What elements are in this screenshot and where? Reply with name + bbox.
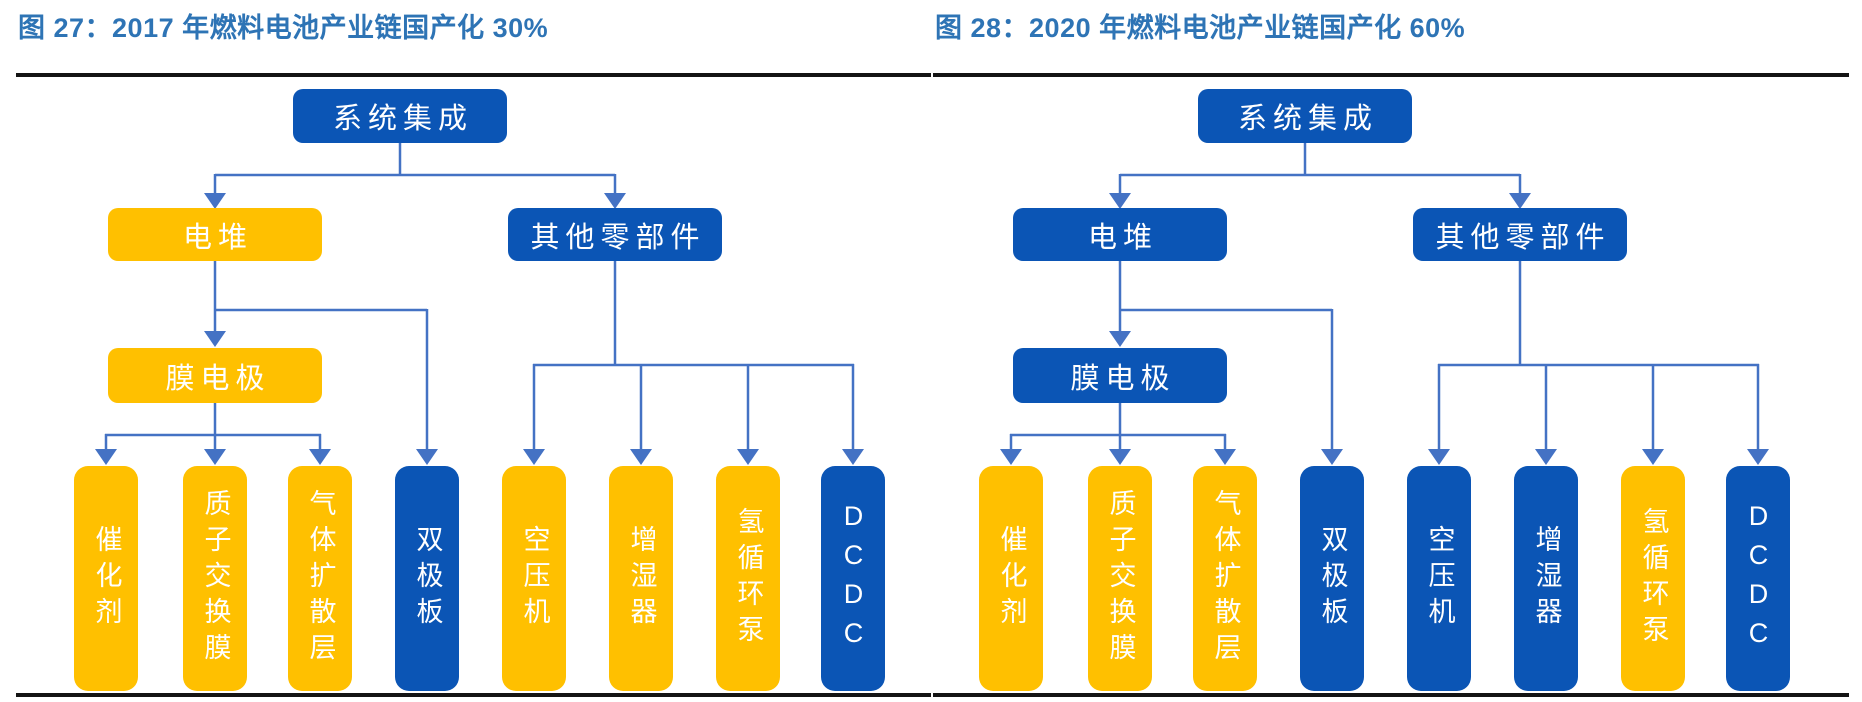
node-label: 系统集成 [1237,103,1378,135]
leaf-node-gas-diffusion-layer: 气体扩散层 [1193,466,1257,691]
leaf-label: 增湿器 [626,524,657,633]
industry-chain-tree-2020: 系统集成 电堆 其他零部件 膜电极 催化剂 质子交换膜 气体扩散层 双极板 空压… [905,0,1836,702]
leaf-node-humidifier: 增湿器 [1514,466,1578,691]
node-fuel-cell-stack: 电堆 [1013,208,1227,261]
bottom-rule [933,693,1849,697]
leaf-label: 空压机 [1424,524,1455,633]
node-label: 膜电极 [1070,362,1176,395]
leaf-node-proton-exchange-membrane: 质子交换膜 [1088,466,1152,691]
leaf-node-bipolar-plate: 双极板 [1300,466,1364,691]
leaf-label: 气体扩散层 [305,488,336,669]
leaf-node-bipolar-plate: 双极板 [395,466,459,691]
node-label: 其他零部件 [1435,221,1611,254]
leaf-node-air-compressor: 空压机 [502,466,566,691]
leaf-label: 增湿器 [1531,524,1562,633]
leaf-node-catalyst: 催化剂 [74,466,138,691]
node-fuel-cell-stack: 电堆 [108,208,322,261]
leaf-node-catalyst: 催化剂 [979,466,1043,691]
leaf-node-hydrogen-circulation-pump: 氢循环泵 [1621,466,1685,691]
figure-panel-2020: 图 28：2020 年燃料电池产业链国产化 60% 系统集成 电堆 [931,0,1862,702]
leaf-label: DCDC [1743,500,1774,657]
node-label: 电堆 [1087,221,1158,254]
node-system-integration: 系统集成 [293,89,507,143]
leaf-label: DCDC [838,500,869,657]
leaf-node-gas-diffusion-layer: 气体扩散层 [288,466,352,691]
leaf-label: 质子交换膜 [200,488,231,669]
leaf-label: 质子交换膜 [1105,488,1136,669]
figure-title: 图 27：2017 年燃料电池产业链国产化 30% [18,13,549,43]
leaf-label: 催化剂 [91,524,122,633]
node-membrane-electrode: 膜电极 [108,348,322,403]
figure-panel-2017: 图 27：2017 年燃料电池产业链国产化 30% 系统集成 电堆 [16,13,931,697]
leaf-node-dcdc: DCDC [821,466,885,691]
node-label: 系统集成 [332,103,473,135]
leaf-node-proton-exchange-membrane: 质子交换膜 [183,466,247,691]
node-system-integration: 系统集成 [1198,89,1412,143]
leaf-label: 双极板 [1317,524,1348,633]
node-membrane-electrode: 膜电极 [1013,348,1227,403]
leaf-node-humidifier: 增湿器 [609,466,673,691]
title-rule [933,73,1849,77]
leaf-label: 气体扩散层 [1210,488,1241,669]
leaf-node-dcdc: DCDC [1726,466,1790,691]
leaf-label: 氢循环泵 [733,506,764,651]
node-other-components: 其他零部件 [508,208,722,261]
node-label: 其他零部件 [530,221,706,254]
node-label: 膜电极 [165,362,271,395]
leaf-node-air-compressor: 空压机 [1407,466,1471,691]
node-label: 电堆 [182,221,253,254]
industry-chain-tree-2017: 系统集成 电堆 其他零部件 膜电极 催化剂 质子交换膜 气体扩散层 双极板 空压… [74,89,885,691]
figure-title: 图 28：2020 年燃料电池产业链国产化 60% [935,13,1466,43]
leaf-label: 催化剂 [996,524,1027,633]
leaf-node-hydrogen-circulation-pump: 氢循环泵 [716,466,780,691]
node-other-components: 其他零部件 [1413,208,1627,261]
bottom-rule [16,693,931,697]
leaf-label: 氢循环泵 [1638,506,1669,651]
leaf-label: 空压机 [519,524,550,633]
title-rule [16,73,931,77]
leaf-label: 双极板 [412,524,443,633]
